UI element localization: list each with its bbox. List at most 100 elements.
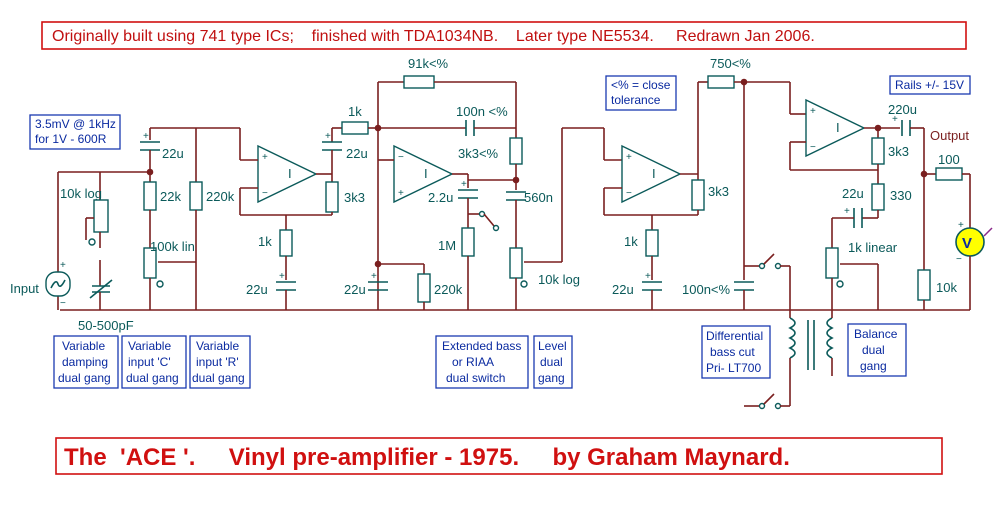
label-res-220k-a: 220k	[206, 189, 235, 204]
svg-text:−: −	[956, 254, 962, 265]
label-res-100: 100	[938, 152, 960, 167]
label-output: Output	[930, 128, 969, 143]
pot-10k-log-level	[509, 247, 562, 310]
box-diff-bass-l1: Differential	[706, 329, 763, 343]
svg-text:+: +	[844, 206, 850, 217]
box-level-l3: gang	[538, 371, 565, 385]
note-tolerance-line2: tolerance	[611, 93, 661, 107]
svg-text:+: +	[398, 188, 404, 199]
svg-text:−: −	[398, 152, 404, 163]
cap-100n-b	[734, 281, 754, 291]
box-bass-riaa-l2: or RIAA	[452, 355, 494, 369]
opamp-1: + − I	[257, 144, 318, 204]
res-220k-a	[189, 181, 203, 211]
label-cap-2u2: 2.2u	[428, 190, 453, 205]
label-res-10k: 10k	[936, 280, 957, 295]
cap-220u: +	[892, 114, 911, 136]
input-source: + −	[45, 171, 100, 310]
switch-bass-cut-top	[744, 253, 791, 318]
label-pot-100k-lin: 100k lin	[150, 239, 195, 254]
note-input-spec-line2: for 1V - 600R	[35, 132, 107, 146]
svg-text:I: I	[836, 120, 840, 135]
box-diff-bass-l3: Pri- LT700	[706, 361, 761, 375]
label-res-1k-a: 1k	[258, 234, 272, 249]
label-cap-100n: 100n <%	[456, 104, 508, 119]
label-cap-22u-f: 22u	[842, 186, 864, 201]
box-bass-riaa-l3: dual switch	[446, 371, 505, 385]
svg-text:I: I	[652, 166, 656, 181]
svg-text:−: −	[626, 188, 632, 199]
note-rails-text: Rails +/- 15V	[895, 78, 964, 92]
svg-text:I: I	[288, 166, 292, 181]
label-cap-22u-e: 22u	[612, 282, 634, 297]
box-diff-bass-l2: bass cut	[710, 345, 755, 359]
svg-text:+: +	[810, 106, 816, 117]
box-input-r-l2: input 'R'	[196, 355, 239, 369]
svg-text:−: −	[810, 142, 816, 153]
box-input-c-l2: input 'C'	[128, 355, 171, 369]
svg-text:+: +	[892, 114, 898, 125]
label-pot-10k-log-input: 10k log	[60, 186, 102, 201]
label-res-750: 750<%	[710, 56, 751, 71]
label-cap-22u-a: 22u	[162, 146, 184, 161]
box-damping-l2: damping	[62, 355, 108, 369]
box-input-c-l1: Variable	[128, 339, 171, 353]
note-input-spec	[29, 114, 121, 150]
res-330	[871, 183, 885, 211]
svg-text:+: +	[279, 271, 285, 282]
opamp-3: + − I	[621, 144, 682, 204]
label-cap-100n-b: 100n<%	[682, 282, 731, 297]
svg-text:−: −	[60, 298, 66, 309]
cap-100n	[465, 120, 475, 136]
opamp-2: − + I	[393, 144, 454, 204]
cap-50-500pf	[89, 260, 113, 310]
svg-text:+: +	[461, 179, 467, 190]
header-note: Originally built using 741 type ICs; fin…	[52, 28, 815, 45]
box-level-l2: dual	[540, 355, 563, 369]
voltmeter: V + −	[955, 220, 993, 265]
box-level	[533, 335, 573, 389]
label-res-330: 330	[890, 188, 912, 203]
label-cap-220u: 220u	[888, 102, 917, 117]
label-res-3k3-c: 3k3	[888, 144, 909, 159]
box-balance-l1: Balance	[854, 327, 898, 341]
res-10k	[917, 269, 931, 301]
label-cap-22u-c: 22u	[346, 146, 368, 161]
svg-text:V: V	[962, 235, 972, 252]
res-22k	[143, 181, 157, 211]
res-1k-b	[341, 121, 369, 135]
box-balance-l2: dual	[862, 343, 885, 357]
box-input-c-l3: dual gang	[126, 371, 179, 385]
label-pot-1k-linear: 1k linear	[848, 240, 898, 255]
res-220k-b	[417, 273, 431, 303]
header-banner	[41, 21, 967, 50]
svg-text:−: −	[262, 188, 268, 199]
box-diff-bass	[701, 325, 771, 379]
svg-text:+: +	[262, 152, 268, 163]
note-rails	[889, 75, 971, 95]
label-res-22k: 22k	[160, 189, 181, 204]
title: The 'ACE '. Vinyl pre-amplifier - 1975. …	[64, 444, 790, 471]
svg-text:+: +	[60, 260, 66, 271]
note-tolerance	[605, 75, 677, 111]
res-1k-c	[645, 229, 659, 257]
box-damping-l1: Variable	[62, 339, 105, 353]
box-bass-riaa-l1: Extended bass	[442, 339, 521, 353]
transformer-lt700	[788, 310, 834, 406]
box-level-l1: Level	[538, 339, 567, 353]
box-damping	[53, 335, 119, 389]
label-res-1k-c: 1k	[624, 234, 638, 249]
box-input-r-l1: Variable	[196, 339, 239, 353]
cap-22u-d: +	[368, 271, 388, 291]
cap-22u-f: +	[844, 206, 863, 228]
label-res-3k3-fb: 3k3<%	[458, 146, 499, 161]
res-3k3-a	[325, 181, 339, 213]
label-res-3k3-b: 3k3	[708, 184, 729, 199]
svg-text:+: +	[325, 131, 331, 142]
box-balance-l3: gang	[860, 359, 887, 373]
svg-text:+: +	[371, 271, 377, 282]
res-3k3-b	[691, 179, 705, 211]
note-tolerance-line1: <% = close	[611, 78, 671, 92]
label-res-3k3-a: 3k3	[344, 190, 365, 205]
